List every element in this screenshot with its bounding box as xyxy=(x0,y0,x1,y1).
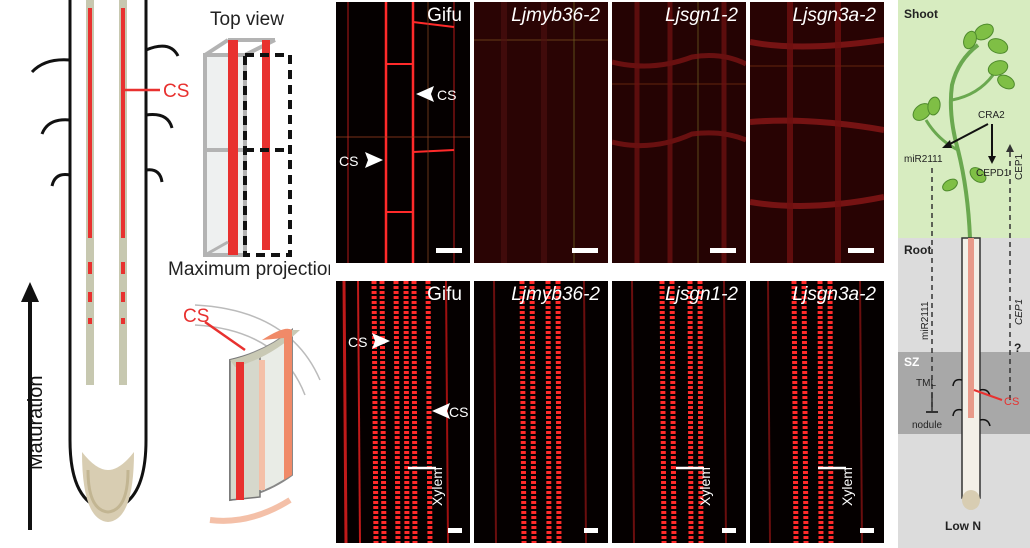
top-view-cells xyxy=(203,38,292,257)
sz-label: SZ xyxy=(904,355,919,369)
cs-label-projection: CS xyxy=(183,306,209,327)
root-label: Root xyxy=(904,243,931,257)
panel-top-ljmyb36: Ljmyb36-2 xyxy=(474,2,608,263)
shoot-label: Shoot xyxy=(904,7,938,21)
panel-bottom-ljsgn3a: Xylem Ljsgn3a-2 xyxy=(750,281,884,543)
cs-label-model: CS xyxy=(1004,396,1019,408)
xylem-annotation: Xylem xyxy=(697,467,713,506)
root-hairs xyxy=(30,44,180,187)
cs-arrowhead-icon xyxy=(372,333,390,349)
panel-top-gifu: CS CS Gifu xyxy=(336,2,470,263)
scale-bar xyxy=(436,248,462,253)
root-schematic: CS Maturation Top view Maximum projectio… xyxy=(21,0,330,530)
panel-label: Gifu xyxy=(427,284,462,305)
panel-label: Ljsgn3a-2 xyxy=(792,284,876,305)
cs-line-right xyxy=(121,8,125,238)
max-projection-label: Maximum projection xyxy=(168,259,330,280)
panel-label: Ljsgn1-2 xyxy=(665,5,738,26)
arrow-icon xyxy=(988,156,996,164)
xylem-annotation: Xylem xyxy=(839,467,855,506)
panel-bottom-ljsgn1: Xylem Ljsgn1-2 xyxy=(612,281,746,543)
plant-illustration xyxy=(912,23,1015,239)
root-illustration xyxy=(952,237,991,510)
panel-bottom-gifu: CS CS Xylem Gifu xyxy=(336,281,470,543)
cs-line-left xyxy=(88,8,92,238)
scale-bar xyxy=(848,248,874,253)
model-panel: Shoot Root SZ Low N CRA2 miR2111 CEPD1 C… xyxy=(898,0,1030,548)
panel-label: Gifu xyxy=(427,5,462,26)
tml-label: TML xyxy=(916,378,936,389)
maturation-arrow-icon xyxy=(21,282,39,302)
cep1-root-label: CEP1 xyxy=(1014,299,1025,325)
scale-bar xyxy=(722,528,736,533)
panel-label: Ljsgn3a-2 xyxy=(792,5,876,26)
nodule-label: nodule xyxy=(912,420,942,431)
panel-label: Ljmyb36-2 xyxy=(511,284,600,305)
cs-arrowhead-icon xyxy=(365,152,383,168)
cs-arrowhead-icon xyxy=(432,403,450,419)
cs-arrowhead-icon xyxy=(416,86,434,102)
question-mark: ? xyxy=(1014,341,1021,355)
arrow-icon xyxy=(942,140,952,148)
panel-label: Ljmyb36-2 xyxy=(511,5,600,26)
scale-bar xyxy=(572,248,598,253)
scale-bar xyxy=(448,528,462,533)
panel-top-ljsgn1: Ljsgn1-2 xyxy=(612,2,746,263)
mir2111-root-label: miR2111 xyxy=(920,301,931,340)
mir2111-shoot-label: miR2111 xyxy=(904,154,943,165)
arrow-icon xyxy=(1006,144,1014,152)
panel-top-ljsgn3a: Ljsgn3a-2 xyxy=(750,2,884,263)
cs-annotation: CS xyxy=(437,87,456,103)
panel-bottom-ljmyb36: Ljmyb36-2 xyxy=(474,281,608,543)
maturation-label: Maturation xyxy=(25,376,47,471)
max-projection-shape xyxy=(194,304,321,524)
root-outline xyxy=(68,0,148,512)
cs-annotation: CS xyxy=(449,404,468,420)
scale-bar xyxy=(584,528,598,533)
top-view-label: Top view xyxy=(210,9,284,30)
xylem-annotation: Xylem xyxy=(429,467,445,506)
low-n-label: Low N xyxy=(945,519,981,533)
cra2-label: CRA2 xyxy=(978,110,1005,121)
cs-dashes xyxy=(88,262,125,324)
cs-annotation: CS xyxy=(339,153,358,169)
panel-label: Ljsgn1-2 xyxy=(665,284,738,305)
scale-bar xyxy=(710,248,736,253)
cepd1-label: CEPD1 xyxy=(976,168,1010,179)
cep1-shoot-label: CEP1 xyxy=(1014,153,1025,180)
cs-annotation: CS xyxy=(348,334,367,350)
cs-label-left: CS xyxy=(163,81,189,102)
scale-bar xyxy=(860,528,874,533)
